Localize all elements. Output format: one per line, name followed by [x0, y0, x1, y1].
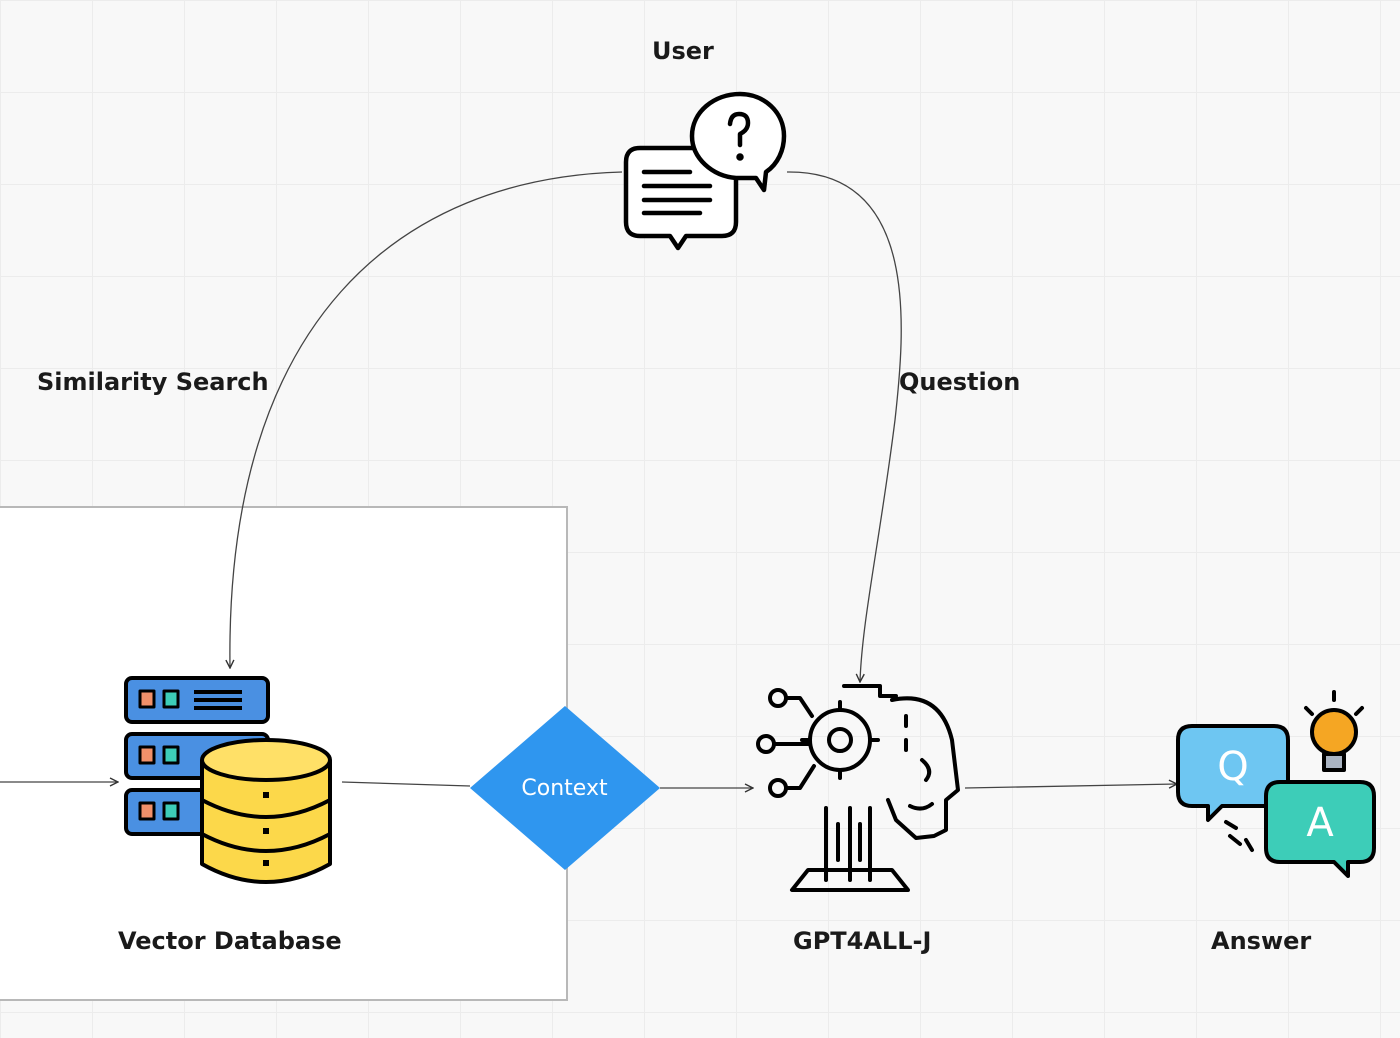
user-label: User [652, 37, 714, 65]
question-label: Question [899, 368, 1021, 396]
q-letter: Q [1217, 744, 1248, 790]
vector-database-label: Vector Database [118, 927, 342, 955]
edge-gpt-to-answer [964, 784, 1177, 788]
a-letter: A [1306, 800, 1334, 846]
gpt-label: GPT4ALL-J [793, 927, 932, 955]
context-node: Context [468, 705, 661, 871]
edge-database-to-context [341, 781, 471, 787]
context-diamond [470, 706, 660, 870]
edge-similarity-search [230, 171, 623, 668]
qa-bubbles-icon [1176, 690, 1376, 878]
similarity-search-label: Similarity Search [37, 368, 269, 396]
server-database-icon [124, 676, 332, 884]
chat-question-icon [623, 91, 787, 251]
answer-label: Answer [1211, 927, 1312, 955]
ai-head-gear-icon [756, 684, 960, 892]
context-label: Context [521, 775, 608, 801]
edge-question [786, 171, 902, 682]
